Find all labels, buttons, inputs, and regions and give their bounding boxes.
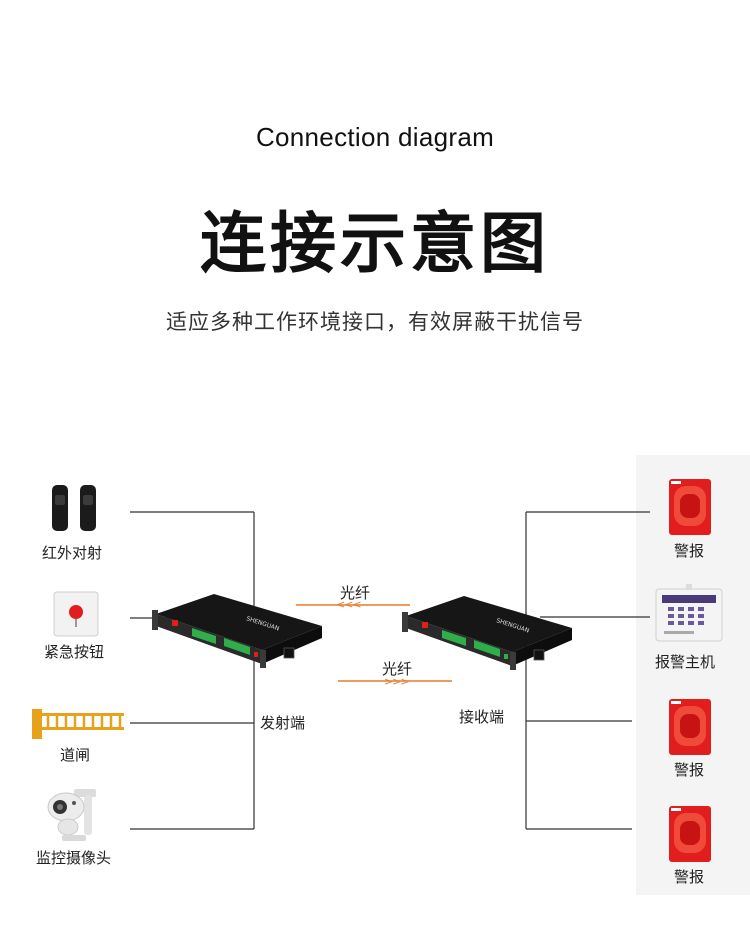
- chinese-title: 连接示意图: [200, 205, 550, 282]
- english-title: Connection diagram: [255, 122, 495, 152]
- fiber-top-label: 光纤: [340, 584, 371, 602]
- fiber-top-arrows: <<<: [336, 598, 362, 611]
- subtitle: 适应多种工作环境接口，有效屏蔽干扰信号: [166, 310, 584, 334]
- device-label-gate: 道闸: [60, 746, 91, 764]
- infrared-beam-sensor-icon: [52, 485, 96, 531]
- device-label-alarm-1: 警报: [674, 542, 705, 560]
- rx-terminal-block-2: [474, 640, 500, 657]
- tx-led: [172, 620, 178, 626]
- tx-terminal-block-1: [192, 628, 216, 644]
- device-label-alarm-3: 警报: [674, 868, 705, 886]
- barrier-gate-icon: [32, 709, 124, 739]
- surveillance-camera-icon: [47, 789, 96, 841]
- receiver-label: 接收端: [459, 708, 505, 726]
- alarm-siren-icon: [669, 479, 711, 535]
- alarm-siren-icon: [669, 699, 711, 755]
- device-label-alarm-host: 报警主机: [655, 653, 716, 671]
- device-label-alarm-2: 警报: [674, 761, 705, 779]
- receiver-device: SHENGUAN: [402, 596, 572, 670]
- rx-terminal-block-1: [442, 630, 466, 646]
- transmitter-device: SHENGUAN: [152, 594, 322, 668]
- tx-terminal-block-2: [224, 638, 250, 655]
- rx-led: [422, 622, 428, 628]
- device-label-emergency: 紧急按钮: [44, 643, 105, 661]
- alarm-siren-icon: [669, 806, 711, 862]
- device-label-infrared: 红外对射: [42, 544, 103, 562]
- fiber-bottom-arrows: >>>: [384, 675, 410, 688]
- alarm-host-panel-icon: [655, 584, 723, 642]
- fiber-bottom-label: 光纤: [382, 660, 413, 678]
- transmitter-label: 发射端: [260, 714, 306, 732]
- emergency-button-icon: [53, 591, 99, 637]
- device-label-camera: 监控摄像头: [36, 849, 112, 867]
